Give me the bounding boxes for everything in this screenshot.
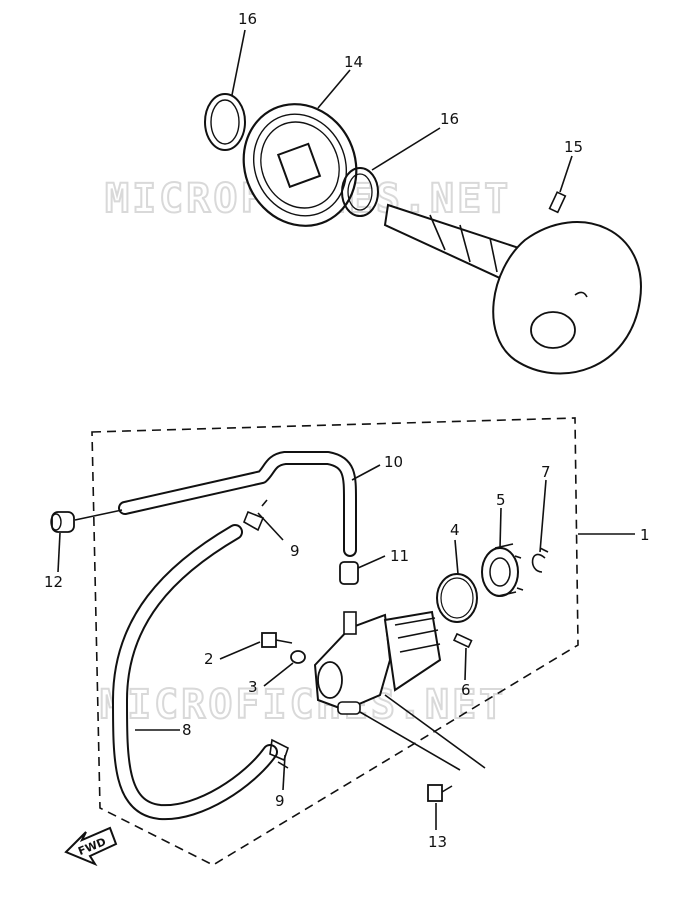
- watermark-bottom: MICROFICHES.NET: [100, 682, 506, 728]
- callout-11: 11: [390, 547, 409, 565]
- callout-12: 12: [44, 573, 63, 591]
- callout-2: 2: [204, 650, 214, 668]
- callout-14: 14: [344, 53, 363, 71]
- hose-10: [118, 451, 357, 557]
- callout-6: 6: [461, 681, 471, 699]
- gear-5: [481, 543, 524, 597]
- callout-10: 10: [384, 453, 403, 471]
- shaft-housing: [383, 203, 642, 375]
- pin-6: [452, 632, 473, 649]
- callout-8: 8: [182, 721, 192, 739]
- callout-16-right: 16: [440, 110, 459, 128]
- pulley-14: [242, 103, 358, 227]
- clip-9-top: [242, 499, 268, 532]
- bolt-2: [261, 632, 293, 648]
- circlip-16-right: [341, 167, 379, 217]
- callout-3: 3: [248, 678, 258, 696]
- callout-4: 4: [450, 521, 460, 539]
- callout-13: 13: [428, 833, 447, 851]
- callout-1: 1: [640, 526, 650, 544]
- washer-3: [290, 650, 306, 664]
- callout-9-top: 9: [290, 542, 300, 560]
- o-ring-4: [436, 573, 478, 623]
- callout-7: 7: [541, 463, 551, 481]
- oil-pump: [313, 610, 442, 715]
- circlip-16-left: [204, 93, 246, 151]
- screw-13: [427, 784, 453, 802]
- assembly-boundary: [91, 417, 579, 866]
- fwd-arrow-icon: FWD: [64, 826, 118, 867]
- callout-16-left: 16: [238, 10, 257, 28]
- callout-9-bottom: 9: [275, 792, 285, 810]
- callout-15: 15: [564, 138, 583, 156]
- pin-15: [548, 191, 567, 214]
- hose-8: [111, 524, 278, 821]
- cap-12: [50, 511, 75, 533]
- callout-5: 5: [496, 491, 506, 509]
- circlip-7: [531, 547, 549, 573]
- joint-11: [339, 561, 359, 585]
